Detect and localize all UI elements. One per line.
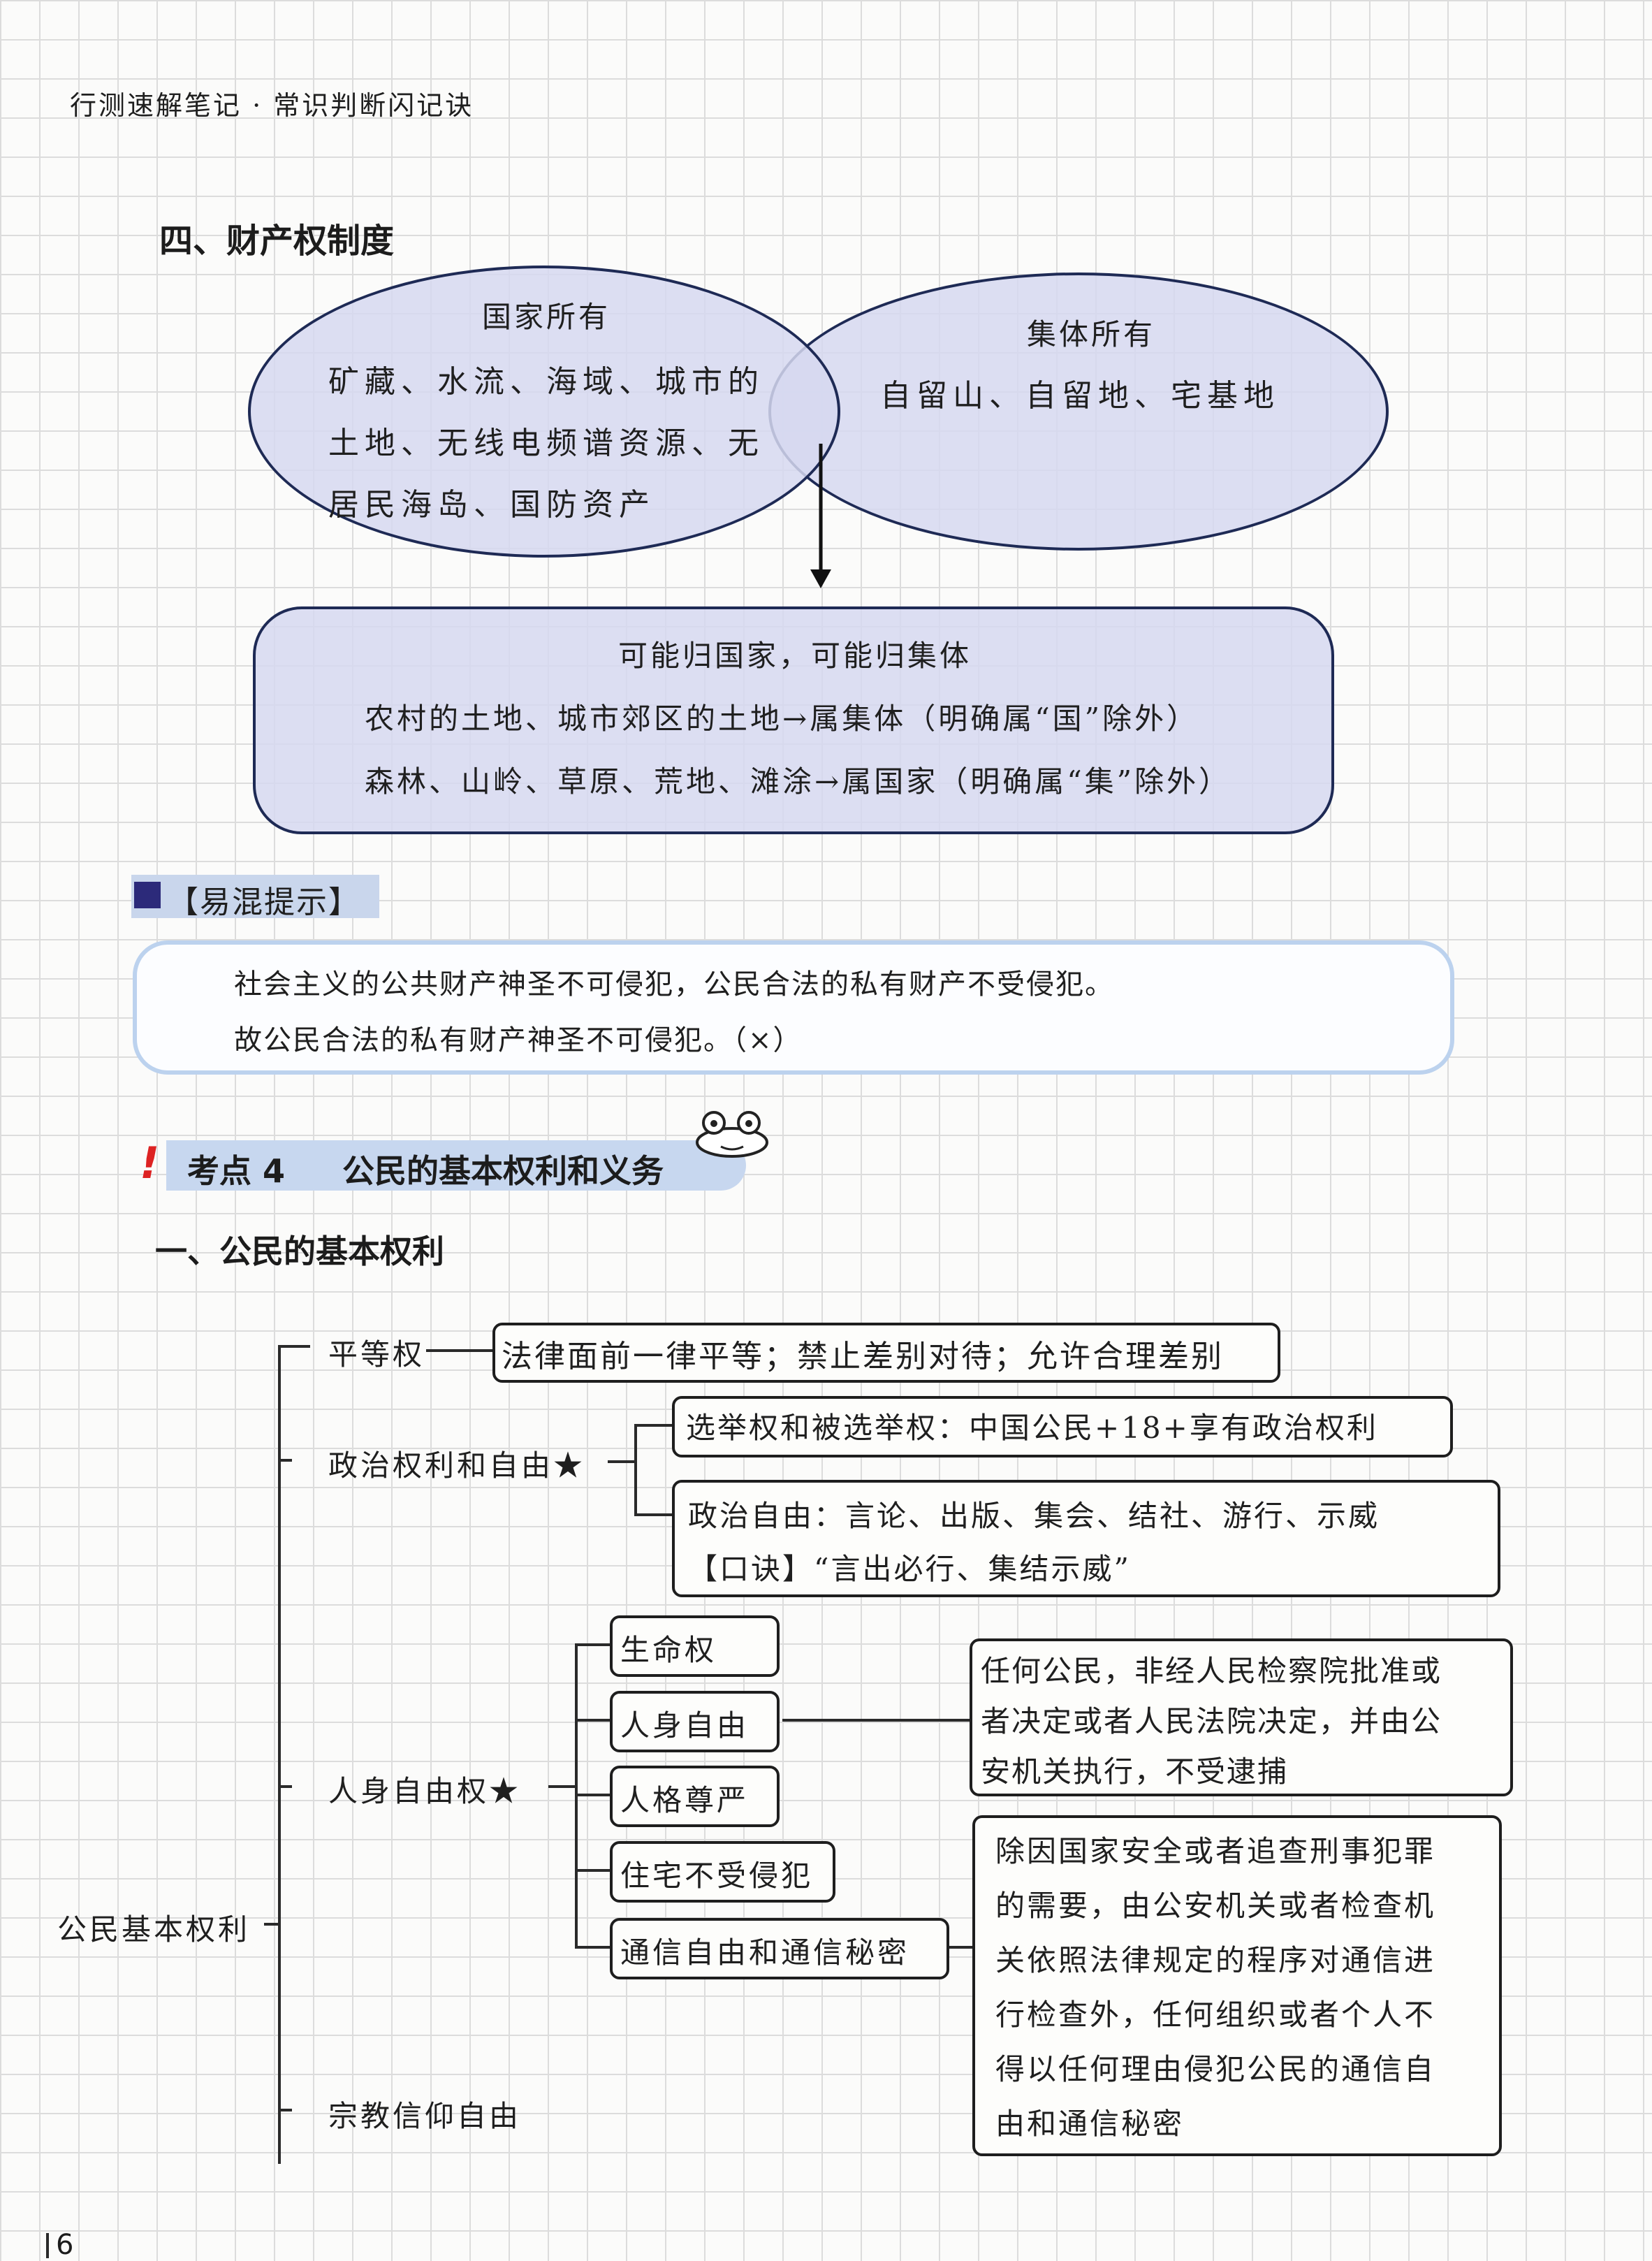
collective-title: 集体所有 (1027, 317, 1156, 351)
to-communication (575, 1946, 613, 1949)
kaodian-mark: ! (140, 1137, 160, 1188)
trunk-top-tick (278, 1345, 310, 1348)
collective-ellipse (768, 272, 1389, 551)
equality-connector (426, 1349, 492, 1352)
section-heading-rights: 一、公民的基本权利 (155, 1233, 444, 1270)
footer-tick (46, 2233, 49, 2258)
arrest-line-1: 任何公民，非经人民检察院批准或 (981, 1654, 1442, 1688)
arrest-line-3: 安机关执行，不受逮捕 (981, 1754, 1289, 1789)
item-dignity: 人格尊严 (620, 1783, 750, 1817)
comm-box (972, 1815, 1502, 2156)
collective-line-1: 自留山、自留地、宅基地 (880, 378, 1280, 414)
state-title: 国家所有 (482, 300, 611, 334)
comm-line-5: 得以任何理由侵犯公民的通信自 (995, 2052, 1436, 2086)
to-liberty (575, 1719, 613, 1722)
item-life: 生命权 (620, 1633, 717, 1667)
item-box-liberty (610, 1691, 780, 1752)
kaodian-number: 考点 4 (187, 1152, 286, 1190)
liberty-to-arrest (782, 1719, 971, 1722)
item-liberty: 人身自由 (620, 1708, 750, 1743)
tick-political (278, 1459, 292, 1462)
religion-label: 宗教信仰自由 (328, 2099, 522, 2133)
comm-line-4: 行检查外，任何组织或者个人不 (995, 1998, 1436, 2032)
tip-label: 【易混提示】 (168, 885, 360, 920)
state-ellipse (248, 266, 840, 558)
freedom-box (672, 1480, 1500, 1597)
either-line-1: 农村的土地、城市郊区的土地→属集体（明确属“国”除外） (365, 701, 1199, 736)
tip-label-bar (131, 875, 379, 918)
square-icon (134, 882, 161, 908)
either-box (253, 606, 1334, 834)
either-title: 可能归国家，可能归集体 (618, 639, 972, 673)
item-communication: 通信自由和通信秘密 (620, 1935, 910, 1970)
election-desc: 选举权和被选举权：中国公民+18+享有政治权利 (686, 1411, 1378, 1445)
page-number: 6 (56, 2229, 74, 2261)
personal-connector (548, 1785, 576, 1788)
arrest-line-2: 者决定或者人民法院决定，并由公 (981, 1704, 1442, 1738)
section-heading-property: 四、财产权制度 (159, 223, 395, 260)
comm-line-6: 由和通信秘密 (995, 2107, 1185, 2141)
tip-line-1: 社会主义的公共财产神圣不可侵犯，公民合法的私有财产不受侵犯。 (234, 968, 1114, 1001)
kaodian-title: 公民的基本权利和义务 (342, 1152, 664, 1190)
comm-line-2: 的需要，由公安机关或者检查机 (995, 1889, 1436, 1923)
trunk-line (278, 1345, 281, 2164)
political-to-freedom (634, 1513, 675, 1516)
to-dignity (575, 1794, 613, 1796)
tip-line-2: 故公民合法的私有财产神圣不可侵犯。（×） (234, 1024, 803, 1056)
comm-line-1: 除因国家安全或者追查刑事犯罪 (995, 1834, 1436, 1868)
item-box-communication (610, 1918, 949, 1979)
personal-label: 人身自由权★ (328, 1774, 522, 1808)
political-connector (608, 1460, 636, 1463)
tip-box (133, 940, 1454, 1075)
root-branch (264, 1923, 279, 1926)
item-residence: 住宅不受侵犯 (620, 1859, 814, 1893)
equality-desc: 法律面前一律平等；禁止差别对待；允许合理差别 (502, 1339, 1224, 1374)
political-vertical (634, 1424, 637, 1516)
header-title: 行测速解笔记 · 常识判断闪记诀 (70, 90, 474, 121)
item-box-dignity (610, 1766, 780, 1827)
comm-line-3: 关依照法律规定的程序对通信进 (995, 1943, 1436, 1977)
election-box (672, 1396, 1453, 1457)
equality-label: 平等权 (328, 1337, 425, 1372)
item-box-residence (610, 1841, 835, 1903)
either-line-2: 森林、山岭、草原、荒地、滩涂→属国家（明确属“集”除外） (365, 764, 1231, 799)
political-to-election (634, 1424, 675, 1427)
state-line-3: 居民海岛、国防资产 (328, 487, 655, 523)
root-label: 公民基本权利 (57, 1912, 251, 1947)
item-box-life (610, 1615, 780, 1677)
frog-icon (696, 1111, 768, 1158)
down-arrow-icon (810, 444, 831, 588)
to-life (575, 1643, 613, 1646)
state-line-2: 土地、无线电频谱资源、无 (328, 426, 764, 461)
freedom-line-1: 政治自由：言论、出版、集会、结社、游行、示威 (688, 1499, 1380, 1533)
comm-to-privacy (944, 1946, 972, 1949)
equality-box (492, 1323, 1280, 1383)
state-line-1: 矿藏、水流、海域、城市的 (328, 364, 764, 400)
freedom-line-2: 【口诀】“言出必行、集结示威” (688, 1552, 1131, 1586)
tick-religion (278, 2109, 292, 2111)
kaodian-banner (166, 1140, 746, 1191)
to-residence (575, 1869, 613, 1872)
arrest-box (970, 1638, 1513, 1796)
political-label: 政治权利和自由★ (328, 1448, 586, 1483)
tick-personal (278, 1785, 292, 1788)
